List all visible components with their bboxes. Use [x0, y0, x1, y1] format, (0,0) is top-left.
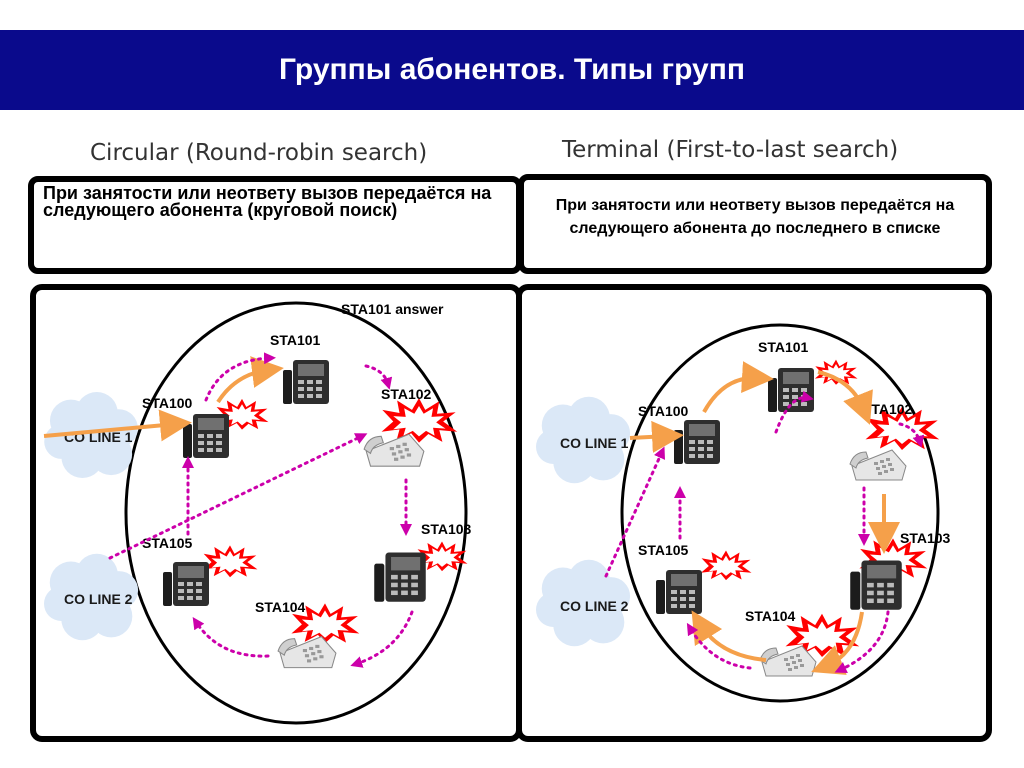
right-sta103-label: STA103: [900, 530, 951, 546]
left-sta100-desk-phone-icon: [183, 414, 229, 458]
left-sta105-busy-burst-icon: [203, 545, 258, 578]
left-sta100-label: STA100: [142, 395, 193, 411]
left-sta102-busy-burst-icon: [381, 398, 458, 443]
left-description-box: При занятости или неответу вызов передаё…: [28, 176, 522, 274]
left-sta104-label: STA104: [255, 599, 306, 615]
left-forward-arrow: [216, 356, 284, 404]
right-description-box: При занятости или неответу вызов передаё…: [518, 174, 992, 274]
right-subtitle: Terminal (First-to-last search): [562, 137, 899, 163]
left-sta102-desk-phone-icon: [363, 433, 425, 467]
page-title: Группы абонентов. Типы групп: [279, 53, 745, 86]
right-sta103-desk-phone-icon: [850, 560, 902, 610]
right-group-ellipse: [620, 323, 940, 703]
left-sta103-label: STA103: [421, 521, 472, 537]
right-sta102-label: STA102: [862, 401, 913, 417]
left-answer-label: STA101 answer: [341, 301, 444, 317]
left-co-line-2-label: CO LINE 2: [64, 591, 133, 607]
left-call-in-arrow: [43, 409, 192, 442]
header-bar: Группы абонентов. Типы групп: [0, 30, 1024, 110]
right-co-line-2-label: CO LINE 2: [560, 598, 629, 614]
right-forward-chain: [629, 361, 900, 675]
right-co-line-1-label: CO LINE 1: [560, 435, 629, 451]
right-description: При занятости или неответу вызов передаё…: [555, 197, 955, 237]
left-description: При занятости или неответу вызов передаё…: [43, 183, 492, 220]
right-sta105-busy-burst-icon: [701, 550, 752, 581]
right-diagram-panel: [516, 284, 992, 742]
left-sta105-desk-phone-icon: [163, 562, 209, 606]
right-sta101-label: STA101: [758, 339, 809, 355]
left-group-ellipse: [124, 301, 468, 725]
right-sta105-desk-phone-icon: [656, 570, 702, 614]
left-sta102-label: STA102: [381, 386, 432, 402]
right-sta104-label: STA104: [745, 608, 796, 624]
left-sta101-label: STA101: [270, 332, 321, 348]
right-sta105-label: STA105: [638, 542, 689, 558]
right-sta102-desk-phone-icon: [849, 449, 907, 481]
right-sta100-label: STA100: [638, 403, 689, 419]
left-sta101-desk-phone-icon: [283, 360, 329, 404]
left-sta105-label: STA105: [142, 535, 193, 551]
right-sta100-desk-phone-icon: [674, 420, 720, 464]
left-subtitle: Circular (Round-robin search): [90, 140, 428, 166]
left-sta103-desk-phone-icon: [374, 552, 426, 602]
right-search-path: [604, 390, 925, 673]
left-sta104-desk-phone-icon: [277, 636, 337, 669]
left-search-path: [108, 352, 414, 668]
